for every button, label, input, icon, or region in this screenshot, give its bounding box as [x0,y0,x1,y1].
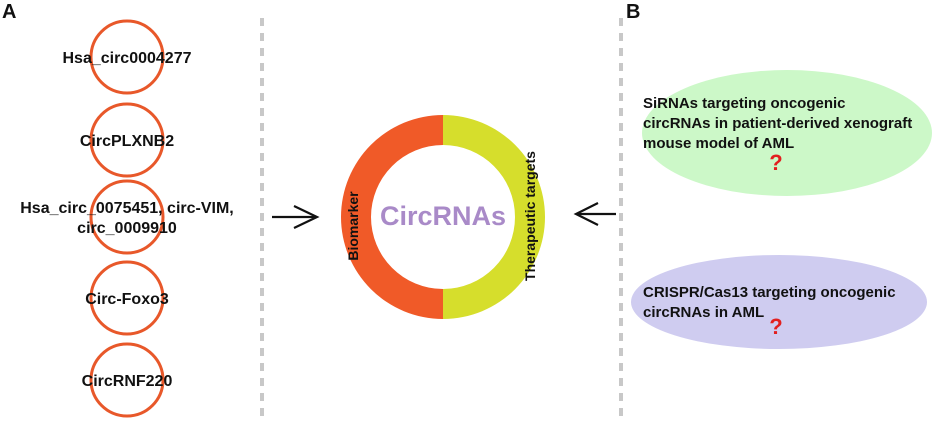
question-mark-icon: ? [769,314,782,339]
strategy-ellipse: CRISPR/Cas13 targeting oncogenic circRNAs… [631,255,927,349]
panel-label-b: B [626,1,640,23]
arrow-right-icon [272,205,320,229]
circrna-item: Hsa_circ_0075451, circ-VIM, circ_0009910 [20,179,234,255]
ellipse-shape [642,70,932,196]
circrna-label: CircPLXNB2 [80,133,174,150]
circrna-label: Circ-Foxo3 [85,291,169,308]
circrnas-ring: CircRNAs Biomarker Therapeutic targets [341,115,545,319]
strategy-text: CRISPR/Cas13 targeting oncogenic [643,284,896,301]
strategy-text: SiRNAs targeting oncogenic [643,95,846,112]
arrow-left-icon [573,202,616,226]
circrna-label: Hsa_circ0004277 [62,50,191,67]
strategy-text: circRNAs in AML [643,304,764,321]
circle-outline [89,342,165,418]
circle-outline [89,260,165,336]
circrna-item: CircRNF220 [82,342,173,418]
circle-outline [89,102,165,178]
circle-outline [89,19,165,95]
therapy-strategies: SiRNAs targeting oncogenic circRNAs in pa… [631,70,932,349]
circrna-label: Hsa_circ_0075451, circ-VIM, [20,200,233,217]
therapeutic-targets-label: Therapeutic targets [522,151,538,281]
therapeutic-targets-half [443,115,545,319]
biomarker-label: Biomarker [345,191,361,261]
strategy-text: mouse model of AML [643,135,794,152]
circrna-item: Hsa_circ0004277 [62,19,192,95]
ellipse-shape [631,255,927,349]
circle-outline [89,179,165,255]
circrna-item: CircPLXNB2 [80,102,174,178]
center-title: CircRNAs [380,201,506,231]
circrna-list: Hsa_circ0004277CircPLXNB2Hsa_circ_007545… [20,19,234,418]
biomarker-half [341,115,443,319]
strategy-ellipse: SiRNAs targeting oncogenic circRNAs in pa… [642,70,932,196]
strategy-text: circRNAs in patient-derived xenograft [643,115,912,132]
question-mark-icon: ? [769,150,782,175]
circrna-label: circ_0009910 [77,220,177,237]
panel-label-a: A [2,1,16,23]
circrna-item: Circ-Foxo3 [85,260,169,336]
circrna-label: CircRNF220 [82,373,173,390]
